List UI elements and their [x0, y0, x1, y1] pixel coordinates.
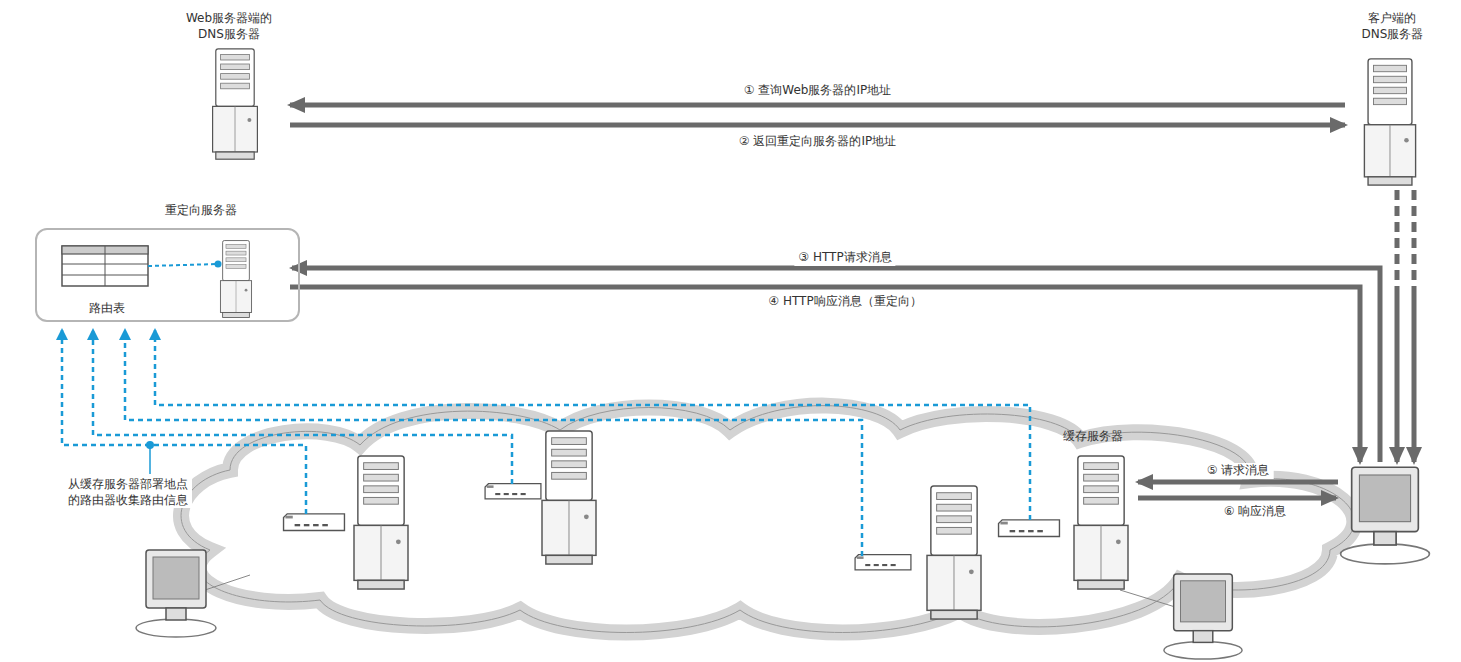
message-label: ④ HTTP响应消息（重定向）	[764, 294, 925, 310]
message-arrow	[290, 123, 1345, 128]
edge-label: ① 查询Web服务器的IP地址	[740, 83, 896, 99]
cache-server: 缓存服务器	[1048, 428, 1138, 593]
node-label: 重定向服务器	[165, 202, 237, 218]
node-label: Web服务器端的 DNS服务器	[186, 10, 272, 42]
node-label: 路由表	[89, 300, 125, 316]
dns-server: Web服务器端的 DNS服务器	[168, 10, 290, 162]
message-label: ③ HTTP请求消息	[794, 250, 895, 266]
dns-server: 客户端的 DNS服务器	[1345, 10, 1440, 188]
message-label: ⑤ 请求消息	[1203, 463, 1274, 479]
message-arrow	[290, 103, 1345, 108]
message-label: ⑥ 响应消息	[1220, 504, 1291, 520]
callout-text: 从缓存服务器部署地点 的路由器收集路由信息	[64, 477, 192, 508]
edge-label: ② 返回重定向服务器的IP地址	[735, 134, 900, 150]
route-table: 路由表	[57, 240, 157, 318]
node-label: 客户端的 DNS服务器	[1362, 10, 1424, 42]
server-group-box: 重定向服务器路由表	[35, 228, 300, 322]
node-label: 缓存服务器	[1063, 428, 1123, 444]
